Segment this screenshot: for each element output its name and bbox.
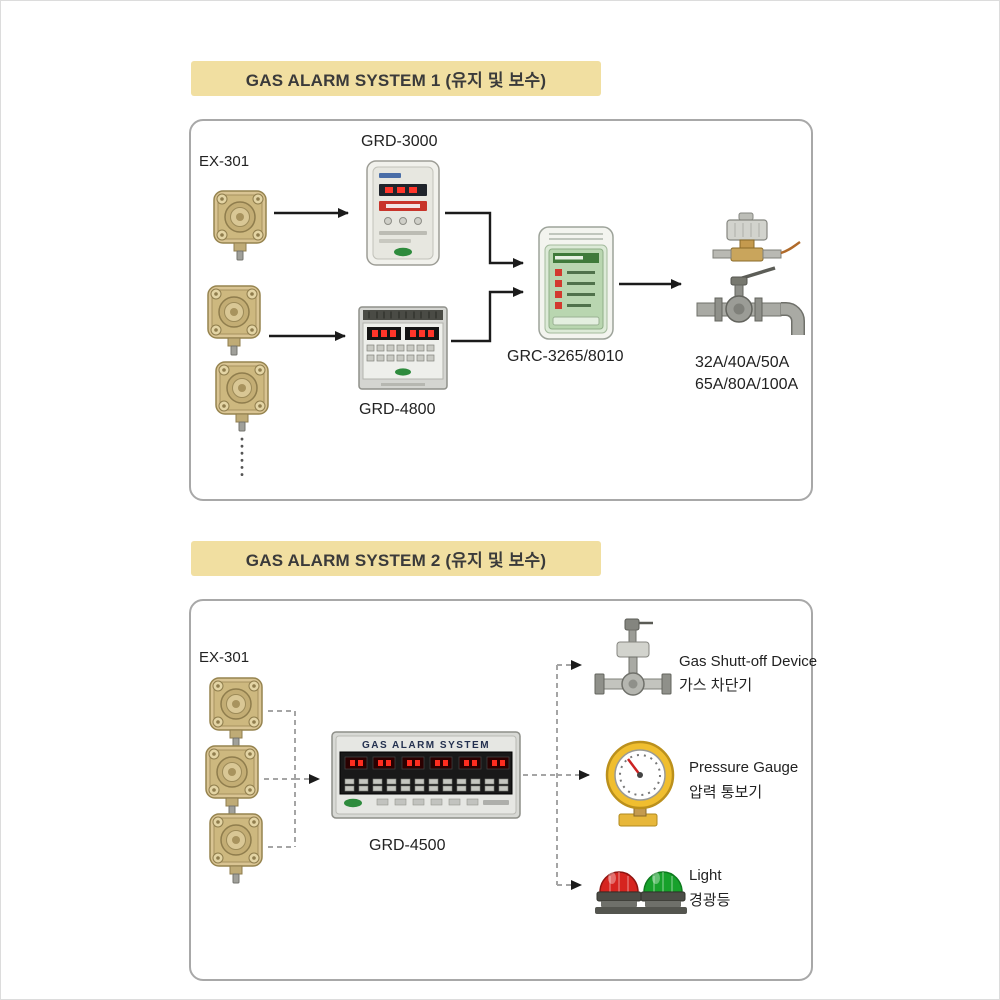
grd-4500-panel-icon: GAS ALARM SYSTEM bbox=[331, 731, 521, 819]
panel-face-title: GAS ALARM SYSTEM bbox=[362, 740, 490, 751]
system1-title: GAS ALARM SYSTEM 1 (유지 및 보수) bbox=[245, 71, 547, 90]
grd-4800-controller-icon bbox=[357, 299, 449, 395]
grc-label: GRC-3265/8010 bbox=[507, 348, 624, 365]
system1-detector-label: EX-301 bbox=[199, 153, 250, 170]
output-gauge-label-en: Pressure Gauge bbox=[689, 759, 799, 776]
gas-detector-icon bbox=[211, 357, 273, 433]
system2-detector-label: EX-301 bbox=[199, 649, 250, 666]
gas-shutoff-device-icon bbox=[593, 617, 673, 713]
arrow-grd3000-to-grc bbox=[445, 211, 524, 268]
system2-title: GAS ALARM SYSTEM 2 (유지 및 보수) bbox=[245, 551, 547, 570]
shutoff-valves-icon bbox=[693, 211, 805, 349]
system1-title-banner: GAS ALARM SYSTEM 1 (유지 및 보수) bbox=[191, 61, 601, 96]
arrow-grd4800-to-grc bbox=[451, 287, 524, 343]
grd3000-label: GRD-3000 bbox=[361, 133, 438, 150]
pressure-gauge-icon bbox=[601, 738, 679, 830]
output-light-label-en: Light bbox=[689, 867, 722, 884]
gas-detector-icon bbox=[201, 741, 263, 817]
output-shutoff-label-ko: 가스 차단기 bbox=[679, 677, 753, 694]
grd4500-label: GRD-4500 bbox=[369, 837, 446, 854]
gas-detector-icon bbox=[203, 281, 265, 357]
valve-sizes-line1: 32A/40A/50A bbox=[695, 354, 790, 371]
output-shutoff-label-en: Gas Shutt-off Device bbox=[679, 653, 818, 670]
output-gauge-label-ko: 압력 통보기 bbox=[689, 784, 763, 801]
gas-detector-icon bbox=[209, 186, 271, 262]
valve-sizes-line2: 65A/80A/100A bbox=[695, 376, 799, 393]
system2-title-banner: GAS ALARM SYSTEM 2 (유지 및 보수) bbox=[191, 541, 601, 576]
warning-lights-icon bbox=[593, 847, 689, 923]
output-light-label-ko: 경광등 bbox=[689, 892, 731, 909]
grd4800-label: GRD-4800 bbox=[359, 401, 436, 418]
grd-3000-controller-icon bbox=[363, 159, 443, 267]
grc-receiver-icon bbox=[535, 225, 617, 343]
gas-detector-icon bbox=[205, 673, 267, 749]
gas-detector-icon bbox=[205, 809, 267, 885]
